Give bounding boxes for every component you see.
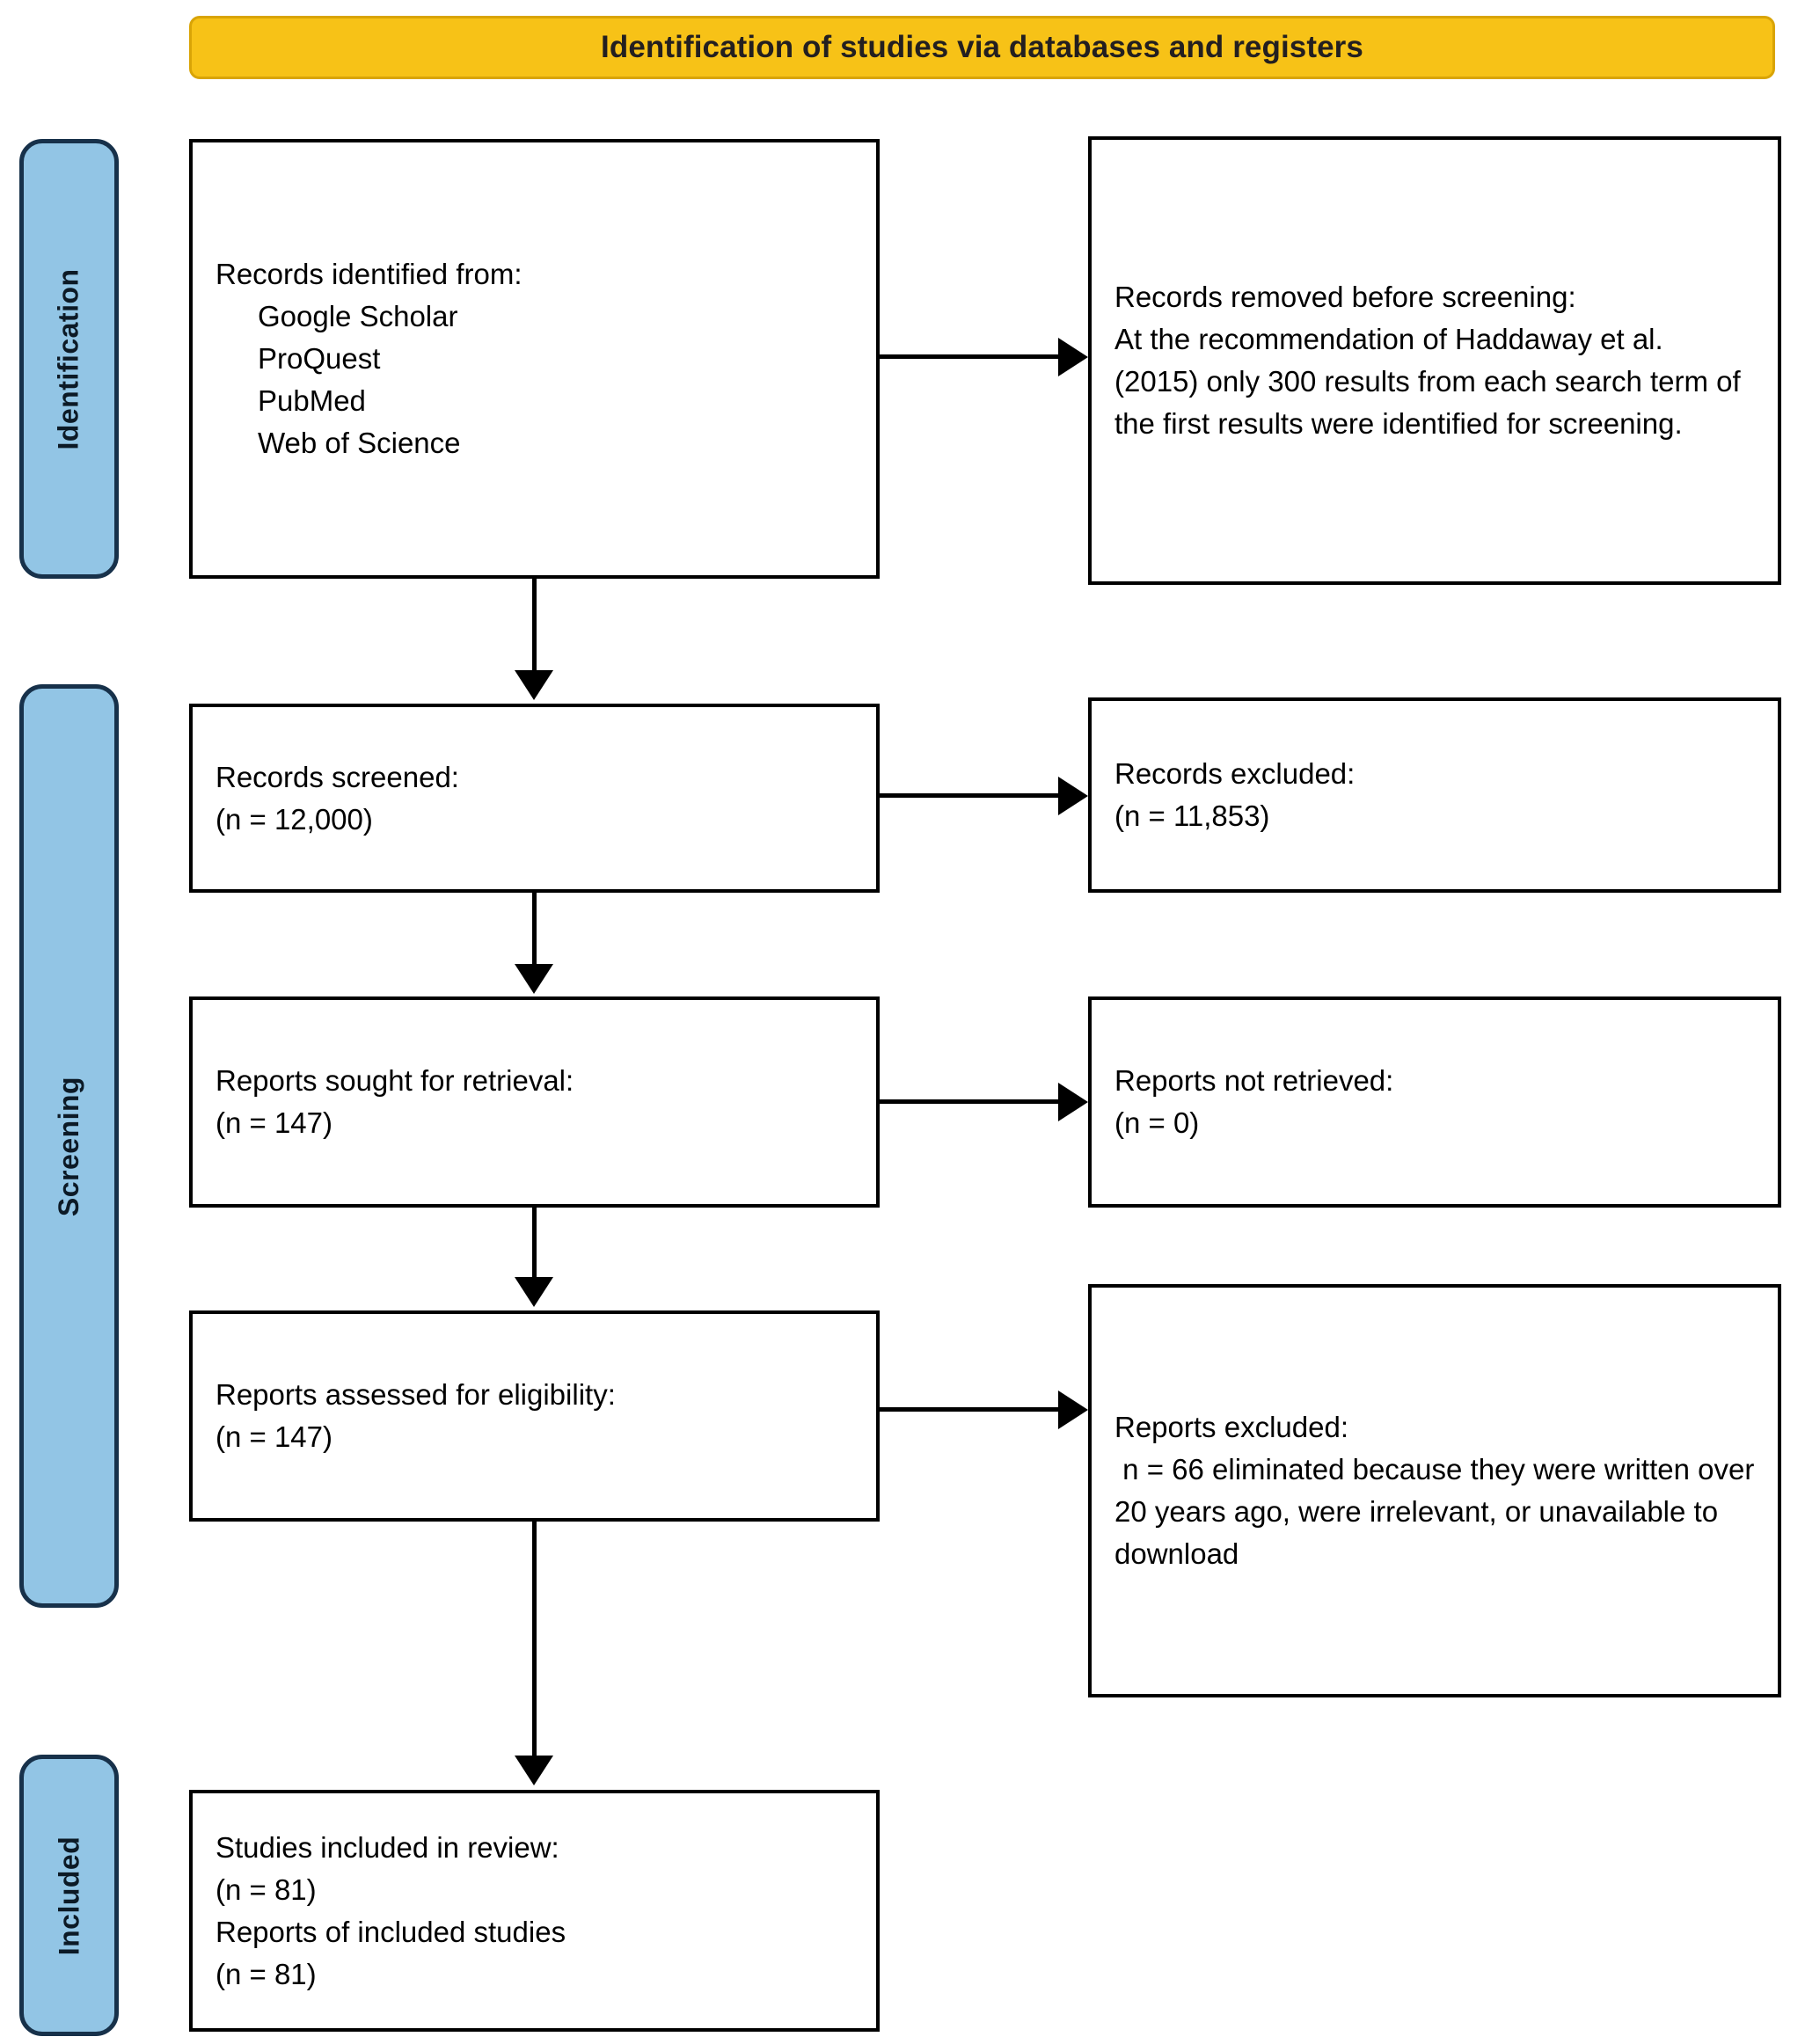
- arrowhead-right-icon: [1058, 777, 1088, 815]
- connector-sought-to-not-retrieved: [880, 1099, 1060, 1104]
- stage-label-identification-text: Identification: [53, 267, 85, 450]
- stage-label-included-text: Included: [53, 1836, 84, 1955]
- connector-sought-to-assessed: [532, 1208, 537, 1282]
- reports-assessed-count: (n = 147): [216, 1420, 332, 1453]
- records-removed-heading: Records removed before screening:: [1114, 276, 1755, 318]
- arrowhead-right-icon: [1058, 338, 1088, 376]
- records-removed-heading-colon: :: [1568, 281, 1576, 313]
- box-reports-excluded: Reports excluded: n = 66 eliminated beca…: [1088, 1284, 1781, 1697]
- reports-excluded-reason: n = 66 eliminated because they were writ…: [1114, 1453, 1763, 1570]
- records-removed-heading-plain: Records removed: [1114, 281, 1352, 313]
- records-identified-heading: Records identified from:: [216, 258, 522, 290]
- box-reports-assessed-for-eligibility: Reports assessed for eligibility: (n = 1…: [189, 1310, 880, 1522]
- reports-assessed-label: Reports assessed for eligibility:: [216, 1378, 616, 1411]
- studies-included-label: Studies included in review:: [216, 1830, 559, 1864]
- box-reports-not-retrieved: Reports not retrieved: (n = 0): [1088, 996, 1781, 1208]
- arrowhead-down-icon: [515, 670, 553, 700]
- reports-included-count: (n = 81): [216, 1957, 317, 1990]
- source-google-scholar: Google Scholar: [258, 300, 458, 332]
- reports-sought-count: (n = 147): [216, 1106, 332, 1139]
- stage-label-included: Included: [19, 1755, 119, 2036]
- stage-label-identification: Identification: [19, 139, 119, 579]
- records-screened-count: (n = 12,000): [216, 802, 373, 836]
- records-screened-label: Records screened:: [216, 760, 459, 793]
- box-studies-included-in-review: Studies included in review: (n = 81) Rep…: [189, 1790, 880, 2032]
- box-records-screened: Records screened: (n = 12,000): [189, 704, 880, 893]
- arrowhead-down-icon: [515, 964, 553, 994]
- box-records-excluded: Records excluded: (n = 11,853): [1088, 697, 1781, 893]
- studies-included-count: (n = 81): [216, 1872, 317, 1906]
- diagram-header-banner: Identification of studies via databases …: [189, 16, 1775, 79]
- reports-excluded-label: Reports excluded:: [1114, 1411, 1348, 1443]
- connector-identified-to-removed: [880, 354, 1060, 359]
- arrowhead-down-icon: [515, 1756, 553, 1785]
- records-excluded-count: (n = 11,853): [1114, 799, 1270, 832]
- connector-screened-to-sought: [532, 893, 537, 968]
- source-proquest: ProQuest: [258, 342, 381, 375]
- source-pubmed: PubMed: [258, 384, 366, 417]
- connector-assessed-to-reports-excluded: [880, 1407, 1060, 1412]
- reports-not-retrieved-count: (n = 0): [1114, 1106, 1200, 1139]
- reports-included-label: Reports of included studies: [216, 1915, 566, 1948]
- connector-assessed-to-included: [532, 1522, 537, 1761]
- source-web-of-science: Web of Science: [258, 427, 461, 459]
- connector-screened-to-records-excluded: [880, 793, 1060, 798]
- box-records-removed-before-screening: Records removed before screening: At the…: [1088, 136, 1781, 585]
- reports-sought-label: Reports sought for retrieval:: [216, 1064, 574, 1097]
- connector-identified-to-screened: [532, 579, 537, 675]
- banner-title: Identification of studies via databases …: [601, 30, 1363, 64]
- records-removed-heading-italic: before screening: [1351, 281, 1568, 313]
- reports-not-retrieved-label: Reports not retrieved:: [1114, 1064, 1394, 1097]
- records-removed-body: At the recommendation of Haddaway et al.…: [1114, 323, 1749, 440]
- arrowhead-down-icon: [515, 1277, 553, 1307]
- stage-label-screening-text: Screening: [53, 1076, 84, 1216]
- arrowhead-right-icon: [1058, 1083, 1088, 1121]
- box-reports-sought-for-retrieval: Reports sought for retrieval: (n = 147): [189, 996, 880, 1208]
- records-excluded-label: Records excluded:: [1114, 757, 1356, 790]
- box-records-identified: Records identified from: Google Scholar …: [189, 139, 880, 579]
- stage-label-screening: Screening: [19, 684, 119, 1608]
- arrowhead-right-icon: [1058, 1391, 1088, 1429]
